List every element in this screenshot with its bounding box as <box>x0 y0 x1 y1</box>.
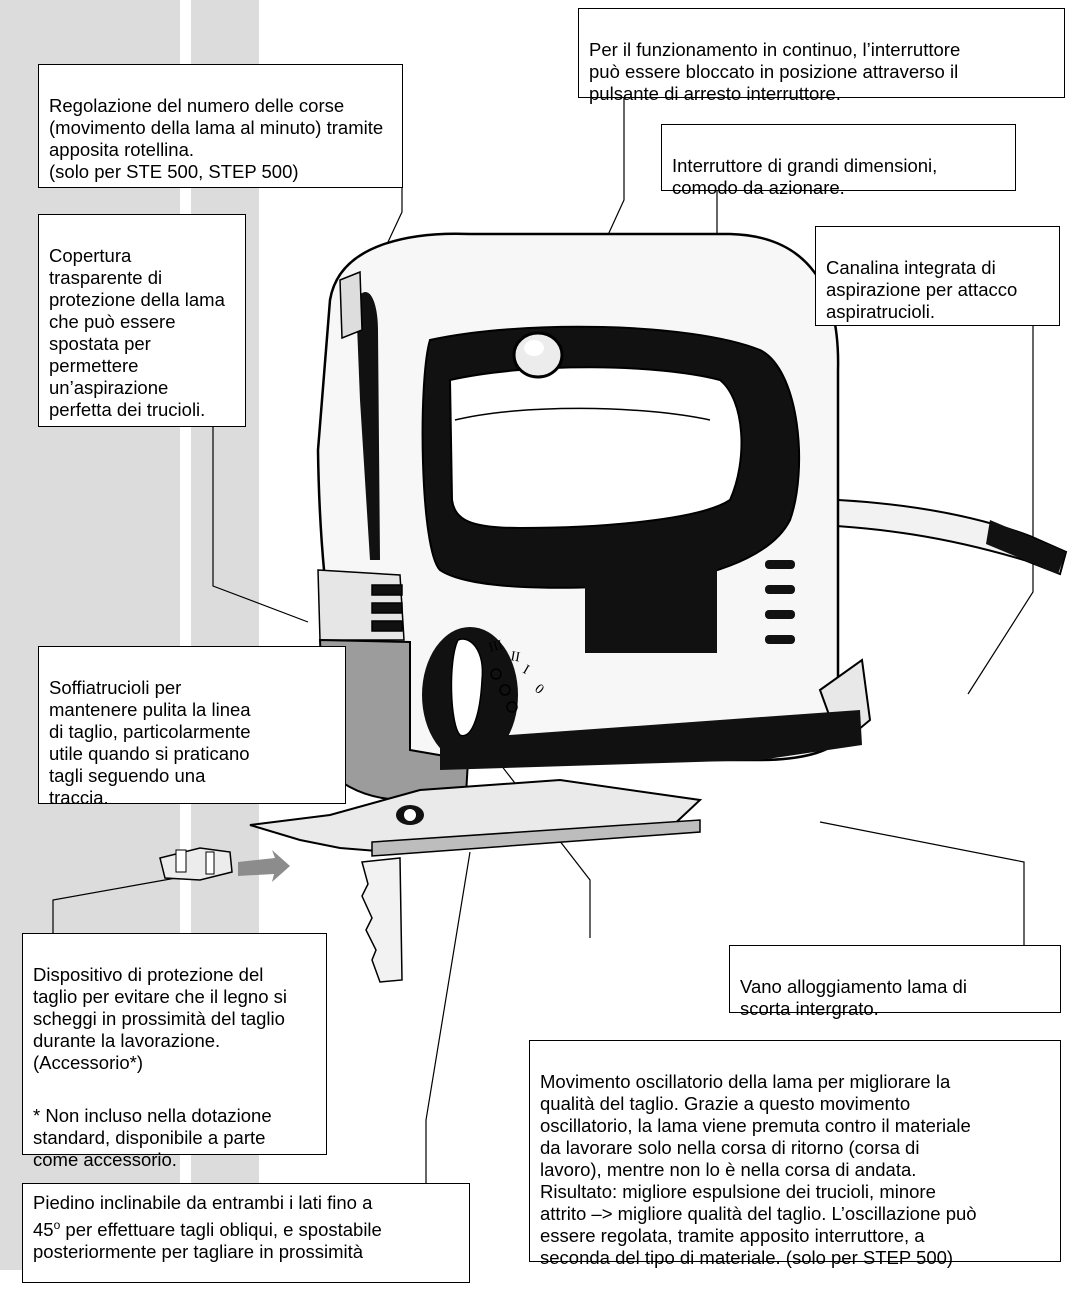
callout-blade-cover-text: Copertura trasparente di protezione dell… <box>49 245 225 420</box>
stroke-rate-wheel <box>339 270 363 340</box>
callout-stroke-rate-text: Regolazione del numero delle corse (movi… <box>49 95 384 182</box>
saw-blade <box>361 857 403 983</box>
callout-splinter-note-text: * Non incluso nella dotazione standard, … <box>33 1105 272 1170</box>
callout-foot-plate: Piedino inclinabile da entrambi i lati f… <box>22 1183 470 1283</box>
dial-mark-iii: III <box>487 638 505 656</box>
callout-chip-blower-text: Soffiatrucioli per mantenere pulita la l… <box>49 677 251 808</box>
callout-switch: Interruttore di grandi dimensioni, comod… <box>661 124 1016 198</box>
callout-stroke-rate: Regolazione del numero delle corse (movi… <box>38 64 403 188</box>
callout-foot-angle: 45 <box>33 1219 54 1241</box>
side-vents <box>765 560 795 644</box>
callout-foot-line-2-rest: per effettuare tagli obliqui, e spostabi… <box>60 1219 382 1241</box>
callout-pendulum: Movimento oscillatorio della lama per mi… <box>529 1040 1061 1268</box>
callout-splinter-guard: Dispositivo di protezione del taglio per… <box>22 933 327 1170</box>
degree-symbol: o <box>53 1218 61 1232</box>
dial-mark-ii: II <box>509 649 521 665</box>
insert-arrow <box>238 850 290 882</box>
dial-mark-i: I <box>520 662 532 677</box>
splinter-guard-accessory <box>159 847 290 882</box>
callout-lock-button: Per il funzionamento in continuo, l’inte… <box>578 8 1065 104</box>
callout-lock-button-text: Per il funzionamento in continuo, l’inte… <box>589 39 961 104</box>
callout-blade-cover: Copertura trasparente di protezione dell… <box>38 214 246 427</box>
callout-dust-channel: Canalina integrata di aspirazione per at… <box>815 226 1060 326</box>
callout-splinter-guard-text: Dispositivo di protezione del taglio per… <box>33 964 288 1073</box>
callout-pendulum-text: Movimento oscillatorio della lama per mi… <box>540 1071 977 1268</box>
callout-blade-storage: Vano alloggiamento lama di scorta interg… <box>729 945 1061 1019</box>
callout-foot-line-3: posteriormente per tagliare in prossimit… <box>33 1241 364 1263</box>
label-plate <box>585 568 717 653</box>
callout-foot-line-1: Piedino inclinabile da entrambi i lati f… <box>33 1192 373 1213</box>
callout-switch-text: Interruttore di grandi dimensioni, comod… <box>672 155 938 198</box>
callout-blade-storage-text: Vano alloggiamento lama di scorta interg… <box>740 976 967 1019</box>
power-cord <box>789 496 1068 576</box>
callout-foot-line-2: 45o per effettuare tagli obliqui, e spos… <box>33 1214 459 1241</box>
callout-chip-blower: Soffiatrucioli per mantenere pulita la l… <box>38 646 346 808</box>
callout-dust-channel-text: Canalina integrata di aspirazione per at… <box>826 257 1018 322</box>
